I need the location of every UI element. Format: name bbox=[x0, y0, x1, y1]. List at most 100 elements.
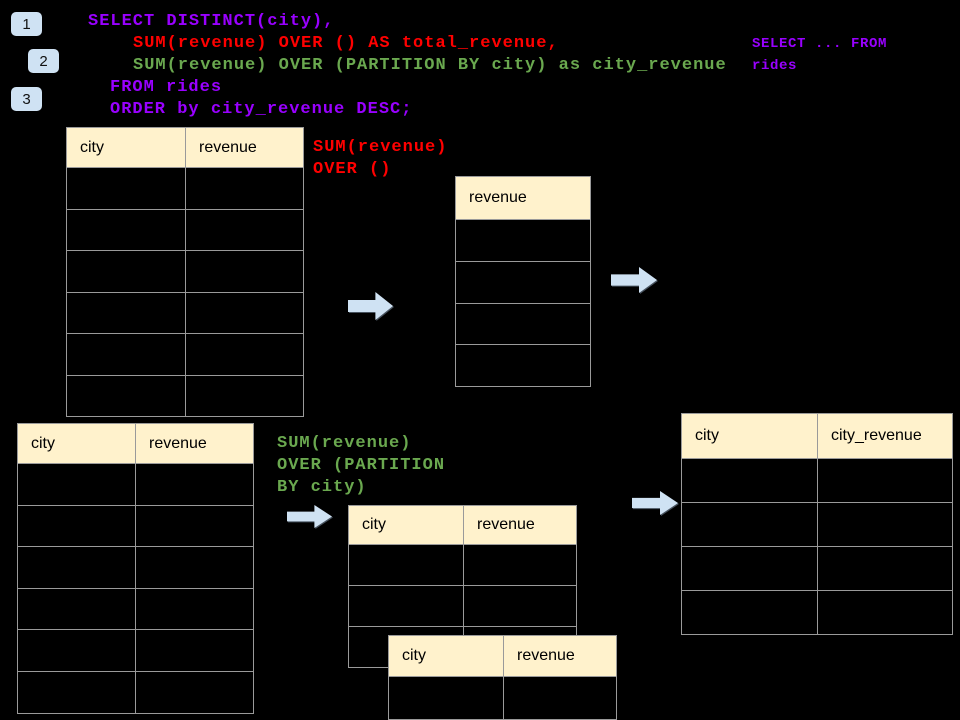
column-header-city: city bbox=[67, 128, 186, 167]
table-cell bbox=[18, 588, 136, 630]
table-cell bbox=[18, 547, 136, 588]
table-cell bbox=[67, 334, 186, 375]
table-row bbox=[67, 167, 303, 209]
table-cell bbox=[186, 168, 303, 209]
column-header-revenue: revenue bbox=[149, 434, 207, 452]
table-cell bbox=[818, 459, 952, 502]
column-header-city: city bbox=[389, 636, 504, 676]
table-row bbox=[682, 546, 952, 590]
table-row bbox=[456, 260, 590, 303]
table-row bbox=[18, 546, 253, 588]
table-cell bbox=[136, 547, 253, 588]
table-row bbox=[349, 544, 576, 585]
column-header-revenue: revenue bbox=[517, 647, 575, 664]
table-header-row: city revenue bbox=[18, 424, 253, 463]
table-cell bbox=[67, 292, 186, 333]
column-header-city: city bbox=[18, 424, 136, 463]
table-cell bbox=[682, 459, 818, 502]
table-cell bbox=[682, 591, 818, 634]
table-row bbox=[67, 333, 303, 375]
table-row bbox=[18, 587, 253, 630]
table-row bbox=[456, 344, 590, 386]
annotation-partition-line-2: OVER (PARTITION bbox=[277, 456, 446, 475]
column-header-revenue: revenue bbox=[469, 189, 527, 206]
table-partition-group-overlay: city revenue bbox=[388, 635, 617, 720]
step-badge-2: 2 bbox=[28, 49, 59, 73]
table-body bbox=[682, 458, 952, 634]
column-header-city-revenue: city_revenue bbox=[831, 427, 922, 444]
annotation-partition-line-1: SUM(revenue) bbox=[277, 434, 412, 453]
table-city-revenue-result: city city_revenue bbox=[681, 413, 953, 635]
table-cell bbox=[136, 630, 253, 671]
table-cell bbox=[504, 677, 616, 719]
sql-line-order-by: ORDER by city_revenue DESC; bbox=[110, 100, 413, 119]
table-row bbox=[67, 374, 303, 417]
table-cell bbox=[389, 677, 504, 719]
table-row bbox=[682, 502, 952, 546]
arrow-right-icon bbox=[632, 491, 678, 515]
table-cell bbox=[818, 591, 952, 634]
annotation-total-line-2: OVER () bbox=[313, 160, 392, 179]
table-header-row: city revenue bbox=[389, 636, 616, 676]
table-cell bbox=[349, 545, 464, 585]
table-cell bbox=[818, 503, 952, 546]
table-cell bbox=[67, 168, 186, 209]
table-cell bbox=[67, 375, 186, 416]
table-row bbox=[18, 670, 253, 713]
table-row bbox=[389, 676, 616, 719]
table-header-row: city revenue bbox=[349, 506, 576, 544]
corner-note-line-1: SELECT ... FROM bbox=[752, 36, 888, 52]
table-cell bbox=[136, 464, 253, 505]
table-cell bbox=[464, 545, 576, 585]
arrow-right-icon bbox=[348, 292, 393, 320]
table-header-row: city city_revenue bbox=[682, 414, 952, 458]
table-cell bbox=[186, 376, 303, 417]
table-total-result: revenue bbox=[455, 176, 591, 388]
table-cell bbox=[67, 251, 186, 292]
table-cell bbox=[136, 506, 253, 547]
table-cell bbox=[186, 251, 303, 292]
column-header-revenue: revenue bbox=[477, 516, 535, 533]
table-partition-group: city revenue bbox=[348, 505, 577, 668]
annotation-total-line-1: SUM(revenue) bbox=[313, 138, 448, 157]
table-row bbox=[67, 250, 303, 292]
arrow-right-icon bbox=[611, 267, 657, 293]
table-cell bbox=[67, 209, 186, 250]
table-cell bbox=[456, 262, 590, 303]
table-body bbox=[18, 463, 253, 713]
table-header-row: city revenue bbox=[67, 128, 303, 167]
table-cell bbox=[456, 304, 590, 345]
table-cell bbox=[818, 547, 952, 590]
step-badge-1: 1 bbox=[11, 12, 42, 36]
annotation-partition-line-3: BY city) bbox=[277, 478, 367, 497]
table-cell bbox=[456, 345, 590, 386]
table-cell bbox=[186, 293, 303, 334]
table-cell bbox=[456, 220, 590, 261]
table-cell bbox=[18, 505, 136, 547]
table-cell bbox=[18, 630, 136, 671]
column-header-city: city bbox=[349, 506, 464, 544]
table-row bbox=[67, 208, 303, 251]
table-cell bbox=[186, 334, 303, 375]
table-cell bbox=[18, 671, 136, 713]
table-body bbox=[456, 219, 590, 386]
table-row bbox=[18, 463, 253, 505]
table-row bbox=[67, 291, 303, 334]
table-row bbox=[18, 504, 253, 547]
table-row bbox=[682, 590, 952, 634]
table-header-row: revenue bbox=[456, 177, 590, 219]
table-row bbox=[682, 458, 952, 502]
column-header-revenue: revenue bbox=[199, 138, 257, 156]
table-cell bbox=[136, 672, 253, 713]
sql-line-from: FROM rides bbox=[110, 78, 223, 97]
table-cell bbox=[18, 464, 136, 505]
table-row bbox=[456, 219, 590, 261]
table-row bbox=[456, 302, 590, 345]
table-source-top: city revenue bbox=[66, 127, 304, 417]
table-row bbox=[18, 629, 253, 671]
step-badge-3: 3 bbox=[11, 87, 42, 111]
table-cell bbox=[136, 589, 253, 630]
table-cell bbox=[682, 503, 818, 546]
table-cell bbox=[186, 210, 303, 251]
